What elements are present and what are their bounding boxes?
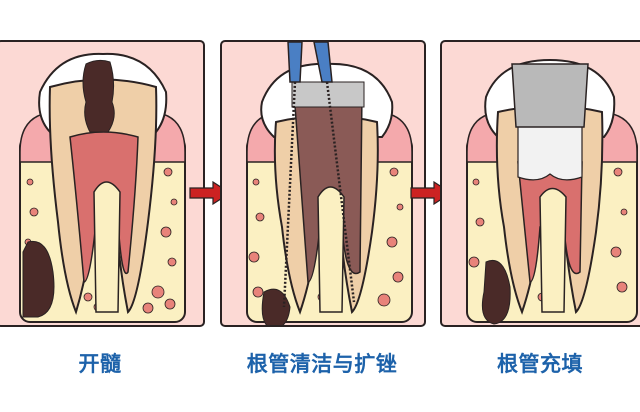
- endodontic-file-left: [282, 42, 303, 308]
- step-caption-cleaning-filing: 根管清洁与扩锉: [246, 352, 398, 376]
- periapical-lesion: [22, 240, 55, 318]
- base-filling: [517, 121, 583, 181]
- crown-restoration: [511, 63, 589, 128]
- step-panel-filling: [440, 40, 640, 327]
- inter-radicular-bone: [317, 186, 345, 313]
- step-panel-cleaning-filing: [220, 40, 426, 327]
- periapical-lesion: [481, 260, 511, 325]
- tooth-illustration-access-opening: [19, 52, 186, 323]
- bone-trabeculae: [248, 167, 404, 312]
- caries: [82, 59, 115, 133]
- step-caption-filling: 根管充填: [497, 352, 583, 376]
- tooth-illustration-filling: [466, 58, 638, 325]
- endodontic-file-right: [313, 42, 356, 303]
- inter-radicular-bone: [93, 181, 121, 313]
- inter-radicular-bone: [539, 187, 567, 313]
- step-panel-access-opening: [0, 40, 205, 327]
- bone-trabeculae: [468, 167, 628, 312]
- step-caption-access-opening: 开髓: [78, 352, 122, 376]
- tooth-illustration-cleaning-filing: [246, 42, 413, 325]
- periapical-lesion: [261, 288, 291, 325]
- bone-trabeculae: [24, 167, 178, 314]
